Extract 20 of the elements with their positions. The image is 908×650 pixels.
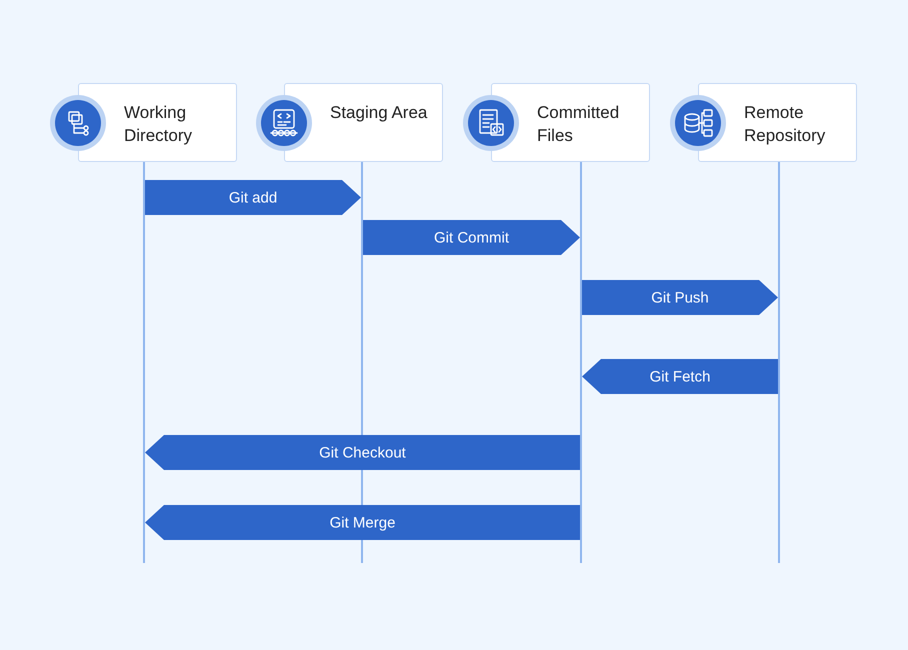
- lifeline: [580, 162, 582, 563]
- edge-label: Git Commit: [434, 229, 509, 246]
- participant-name: Working Directory: [124, 102, 194, 147]
- arrow: [145, 180, 361, 215]
- edge-label: Git add: [228, 189, 278, 206]
- arrow: [145, 505, 580, 540]
- lifeline: [361, 162, 363, 563]
- participant-name: Remote Repository: [744, 102, 826, 147]
- lifeline: [143, 162, 145, 563]
- edge-label: Git Merge: [330, 514, 396, 531]
- arrow: [582, 359, 778, 394]
- edge-label: Git Fetch: [650, 368, 710, 385]
- arrow: [145, 435, 580, 470]
- lifeline: [778, 162, 780, 563]
- arrow: [363, 220, 580, 255]
- arrow: [582, 280, 778, 315]
- edge-label: Git Checkout: [319, 444, 406, 461]
- participant-name: Committed Files: [537, 102, 620, 147]
- participant-name: Staging Area: [330, 102, 428, 124]
- edge-label: Git Push: [651, 289, 709, 306]
